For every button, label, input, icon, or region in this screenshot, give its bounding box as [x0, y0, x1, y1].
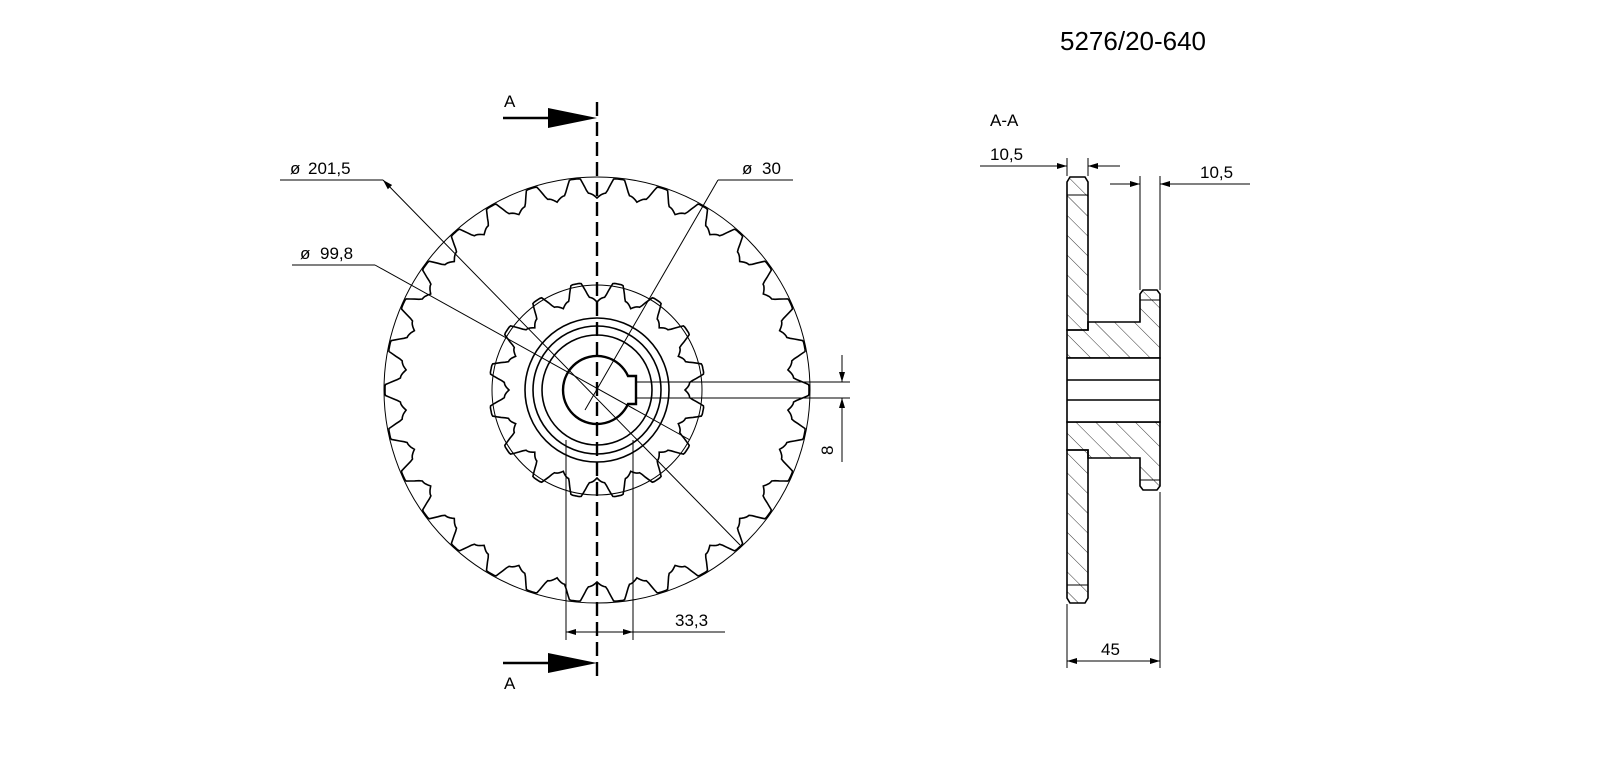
diameter-symbol-bore: ø [742, 159, 752, 178]
section-arrow-bottom-head [548, 653, 597, 673]
front-view: A A ø 201,5 ø 99,8 ø 30 8 33,3 [280, 92, 850, 693]
section-view: A-A 10,5 10,5 [980, 111, 1250, 668]
part-number: 5276/20-640 [1060, 26, 1206, 56]
dim-right-plate: 10,5 [1200, 163, 1233, 182]
dim-bore: 30 [762, 159, 781, 178]
dim-bore-leader [584, 179, 719, 411]
section-arrow-top-head [548, 108, 597, 128]
section-title: A-A [990, 111, 1019, 130]
dim-large-diameter: 201,5 [308, 159, 351, 178]
dim-small-diameter-leader [374, 264, 691, 441]
dim-hub-width: 33,3 [675, 611, 708, 630]
hub-top [1066, 289, 1161, 359]
diameter-symbol-small: ø [300, 244, 310, 263]
dim-keyway: 8 [818, 446, 837, 455]
section-bore [1066, 357, 1161, 423]
dim-left-plate: 10,5 [990, 145, 1023, 164]
diameter-symbol-large: ø [290, 159, 300, 178]
dim-small-diameter: 99,8 [320, 244, 353, 263]
left-plate-bottom [1066, 449, 1089, 604]
bore-with-keyway [561, 354, 638, 426]
section-marker-bottom: A [504, 674, 516, 693]
section-marker-top: A [504, 92, 516, 111]
dim-large-diameter-leader [382, 179, 741, 546]
left-plate-top [1066, 176, 1089, 331]
dim-total-width: 45 [1101, 640, 1120, 659]
